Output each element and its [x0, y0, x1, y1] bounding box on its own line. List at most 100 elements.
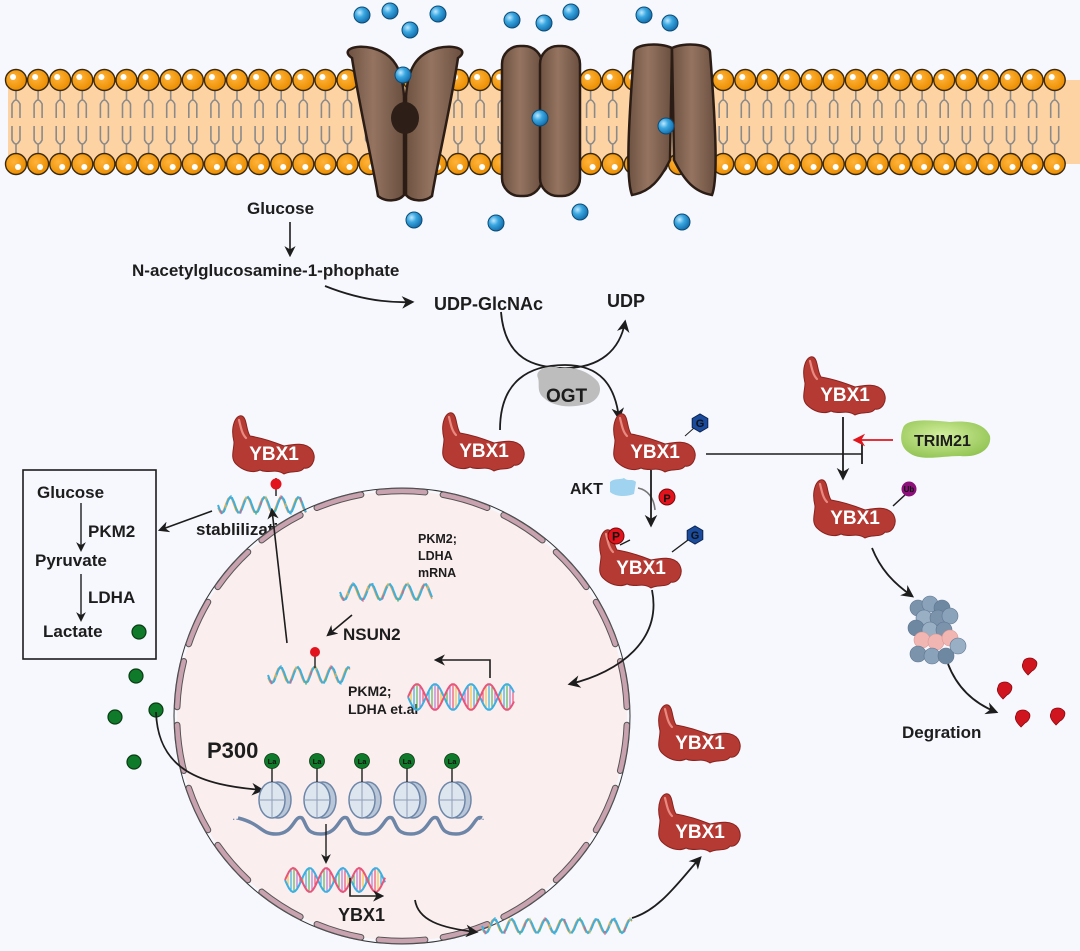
lactyl-mark: [309, 753, 325, 769]
lipid-head-highlight: [98, 74, 105, 80]
lipid-head-ball: [26, 68, 50, 92]
lactate-molecule: [128, 668, 144, 684]
lipid-head-highlight: [479, 164, 486, 170]
envelope-segment: [174, 659, 187, 710]
ion-channels: [346, 43, 717, 202]
proteasome-core-unit: [927, 633, 945, 651]
phospho-linker: [619, 539, 631, 546]
lipid-head: [822, 68, 845, 92]
lipid-head: [49, 152, 72, 176]
lipid-head-ball: [1043, 152, 1066, 176]
lipid-head: [756, 68, 779, 92]
lipid-head: [601, 152, 624, 176]
lipid-head: [800, 152, 823, 176]
proteasome-core-unit: [913, 631, 931, 649]
ybx1-body: [813, 479, 896, 539]
lipid-head: [844, 152, 867, 176]
nucleosome: La: [438, 753, 472, 819]
lipid-head-ball: [203, 68, 227, 92]
lipid-head-highlight: [982, 74, 989, 80]
lipid-head-highlight: [319, 74, 326, 80]
ion-channel-open: [346, 45, 464, 202]
ubiquitin-mark: [901, 481, 917, 497]
proteasome-subunit: [923, 647, 941, 665]
ion: [657, 117, 675, 135]
ion: [353, 6, 371, 24]
dna-strand: [284, 866, 386, 894]
lipid-head: [712, 68, 735, 92]
dna-helix-targets: [407, 683, 515, 711]
glucose-label: Glucose: [247, 199, 314, 218]
glcnac-mark: G: [691, 413, 709, 433]
lipid-head: [756, 152, 779, 176]
lipid-head: [977, 152, 1000, 176]
lipid-head-ball: [910, 68, 934, 92]
lipid-head-highlight: [832, 164, 839, 170]
lipid-head-ball: [579, 152, 602, 176]
lipid-head-highlight: [1004, 74, 1011, 80]
lipid-head-ball: [778, 152, 801, 176]
target-genes-label-2: LDHA et.al: [348, 701, 418, 717]
lipid-head: [778, 152, 801, 176]
lipid-head-ball: [71, 152, 94, 176]
lipid-head-ball: [734, 152, 757, 176]
lipid-head: [866, 68, 890, 92]
lipid-head-highlight: [236, 164, 242, 170]
lipid-head-highlight: [59, 164, 66, 170]
transcription-arrow-targets: [433, 654, 491, 678]
nucleosome: La: [393, 753, 427, 819]
mrna-stabilized: [217, 495, 307, 515]
box-pkm2-label: PKM2: [88, 522, 135, 541]
lactyl-label: La: [358, 757, 368, 766]
ybx1-body: [613, 413, 696, 473]
ybx1-highlight: [663, 796, 674, 818]
lipid-head-highlight: [805, 74, 812, 80]
lactate-molecules: [107, 668, 164, 770]
lipid-head-highlight: [76, 74, 83, 80]
lipid-head: [446, 152, 470, 176]
lipid-head: [115, 152, 138, 176]
lipid-head: [977, 68, 1000, 92]
lactyl-label: La: [313, 757, 323, 766]
lipid-head: [1043, 68, 1066, 92]
lipid-head-highlight: [253, 74, 260, 80]
envelope-segment: [501, 889, 545, 920]
lipid-head-ball: [159, 68, 182, 92]
lipid-head: [822, 152, 845, 176]
lipid-head-highlight: [120, 74, 127, 80]
lipid-head: [225, 152, 249, 176]
box-pyruvate-label: Pyruvate: [35, 551, 107, 570]
ybx1-highlight: [618, 416, 629, 438]
lipid-head: [955, 152, 978, 176]
lipid-head-highlight: [147, 164, 154, 170]
ybx1-glycosylated: YBX1: [613, 413, 696, 473]
udp-glcnac-label: UDP-GlcNAc: [434, 294, 543, 314]
lipid-head-highlight: [849, 74, 856, 80]
lipid-head-highlight: [722, 164, 729, 170]
lipid-head-highlight: [810, 164, 817, 170]
lipid-head-highlight: [324, 164, 331, 170]
box-ldha-label: LDHA: [88, 588, 135, 607]
lipid-head-highlight: [496, 74, 503, 80]
lipid-head: [999, 152, 1022, 176]
lipid-head: [910, 152, 934, 176]
lipid-head-ball: [999, 152, 1022, 176]
lipid-head-ball: [955, 152, 978, 176]
arrow-to-proteasome: [871, 547, 915, 598]
lipid-head-ball: [756, 152, 779, 176]
lipid-head-ball: [822, 152, 845, 176]
lipid-head-highlight: [169, 164, 176, 170]
lipid-head-highlight: [960, 74, 967, 80]
ion: [562, 3, 580, 21]
lipid-head-highlight: [37, 164, 44, 170]
lipid-head: [955, 68, 978, 92]
lipid-head-highlight: [871, 74, 878, 80]
lipid-head: [1043, 152, 1066, 176]
lipid-head-ball: [336, 152, 359, 176]
lipid-head-ball: [225, 152, 249, 176]
ybx1-body: [658, 704, 741, 764]
lipid-head-highlight: [739, 74, 746, 80]
lipid-head: [137, 68, 160, 92]
lipid-head: [49, 68, 72, 92]
